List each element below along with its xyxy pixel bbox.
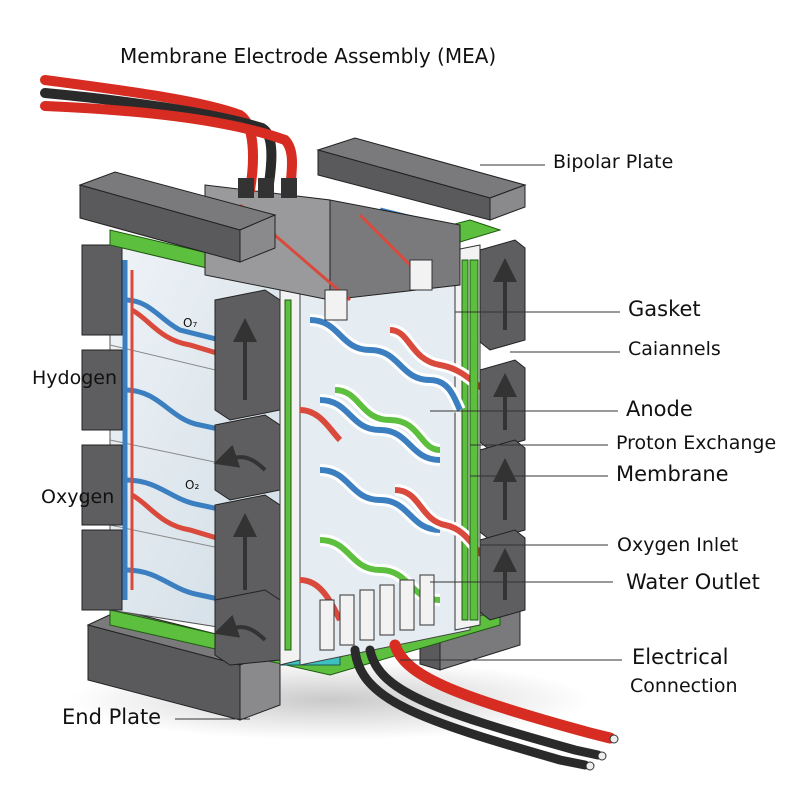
- label-oxygen-inlet: Oxygen Inlet: [617, 534, 739, 556]
- label-o2-top: O₇: [183, 316, 198, 330]
- bottom-connectors: [319, 574, 435, 651]
- bipolar-plate-top: [78, 137, 527, 263]
- label-proton-exchange: Proton Exchange: [616, 432, 777, 454]
- flow-channels: [299, 314, 501, 622]
- label-hydrogen: Hydogen: [32, 367, 118, 389]
- label-electrical: Electrical: [632, 645, 729, 669]
- label-water-outlet: Water Outlet: [626, 570, 760, 594]
- label-gasket: Gasket: [628, 297, 701, 321]
- label-connection: Connection: [630, 675, 738, 697]
- label-oxygen: Oxygen: [41, 486, 115, 508]
- leader-lines: [175, 164, 622, 720]
- left-side-blocks: [81, 244, 123, 611]
- label-o2-mid: O₂: [185, 478, 200, 492]
- label-channels: Caiannels: [628, 338, 721, 360]
- label-bipolar-plate: Bipolar Plate: [553, 151, 674, 173]
- label-end-plate: End Plate: [62, 705, 162, 729]
- label-membrane: Membrane: [616, 462, 729, 486]
- label-anode: Anode: [626, 397, 693, 421]
- top-cables: [40, 75, 297, 198]
- bottom-cables: [350, 639, 619, 771]
- diagram-title: Membrane Electrode Assembly (MEA): [120, 44, 497, 68]
- right-side-blocks: [469, 239, 526, 621]
- left-front-blocks: [213, 289, 281, 666]
